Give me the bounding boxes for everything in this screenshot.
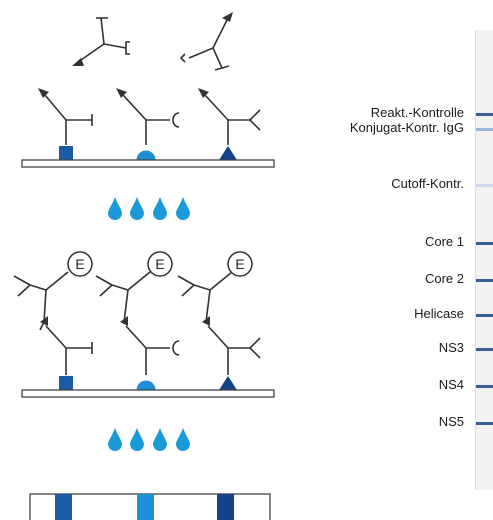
conjugate-complex-1 — [13, 271, 93, 375]
antigen-round — [136, 150, 156, 161]
arrow-marker — [202, 316, 210, 326]
bound-antibody-3 — [198, 88, 261, 145]
developed-band — [137, 494, 154, 520]
band-label-core-1: Core 1 — [424, 234, 464, 249]
drop-icon — [153, 197, 167, 220]
membrane-top — [21, 159, 275, 168]
strip-band — [476, 314, 493, 317]
conjugate-complex-3 — [177, 271, 261, 375]
enzyme-letter: E — [75, 256, 84, 272]
drop-icon — [176, 197, 190, 220]
drops-group-2 — [108, 428, 190, 451]
drop-icon — [130, 428, 144, 451]
band-label-konjugat-kontr: Konjugat-Kontr. IgG — [349, 120, 464, 135]
drop-icon — [108, 428, 122, 451]
enzyme-label-2: E — [147, 251, 173, 277]
strip-band — [476, 242, 493, 245]
bound-antibody-1 — [38, 88, 93, 145]
conjugate-complex-2 — [95, 271, 180, 375]
antigen-triangle — [219, 376, 237, 390]
bound-antibody-2 — [116, 88, 180, 145]
band-label-reakt-kontrolle: Reakt.-Kontrolle — [370, 105, 464, 120]
enzyme-letter: E — [235, 256, 244, 272]
antigen-round — [136, 380, 156, 391]
membrane-middle — [21, 389, 275, 398]
band-label-ns5: NS5 — [438, 414, 464, 429]
developed-band — [217, 494, 234, 520]
strip-band — [476, 184, 493, 187]
enzyme-letter: E — [155, 256, 164, 272]
band-labels: Reakt.-Kontrolle Konjugat-Kontr. IgG Cut… — [300, 0, 464, 520]
strip-band — [476, 279, 493, 282]
antigen-square — [59, 376, 73, 390]
band-label-cutoff-kontr: Cutoff-Kontr. — [391, 176, 464, 191]
free-antibody-1 — [72, 17, 130, 66]
band-label-ns3: NS3 — [438, 340, 464, 355]
drop-icon — [176, 428, 190, 451]
strip-band — [476, 422, 493, 425]
antigen-triangle — [219, 146, 237, 160]
arrow-marker — [120, 316, 128, 326]
drops-group-1 — [108, 197, 190, 220]
developed-band — [55, 494, 72, 520]
enzyme-label-3: E — [227, 251, 253, 277]
antigen-square — [59, 146, 73, 160]
free-antibody-2 — [179, 12, 233, 71]
enzyme-label-1: E — [67, 251, 93, 277]
band-label-ns4: NS4 — [438, 377, 464, 392]
test-strip — [475, 30, 493, 490]
strip-band — [476, 385, 493, 388]
drop-icon — [130, 197, 144, 220]
drop-icon — [108, 197, 122, 220]
strip-band — [476, 128, 493, 131]
band-label-helicase: Helicase — [414, 306, 464, 321]
strip-band — [476, 348, 493, 351]
band-label-core-2: Core 2 — [424, 271, 464, 286]
strip-band — [476, 113, 493, 116]
arrow-marker — [40, 316, 48, 326]
drop-icon — [153, 428, 167, 451]
